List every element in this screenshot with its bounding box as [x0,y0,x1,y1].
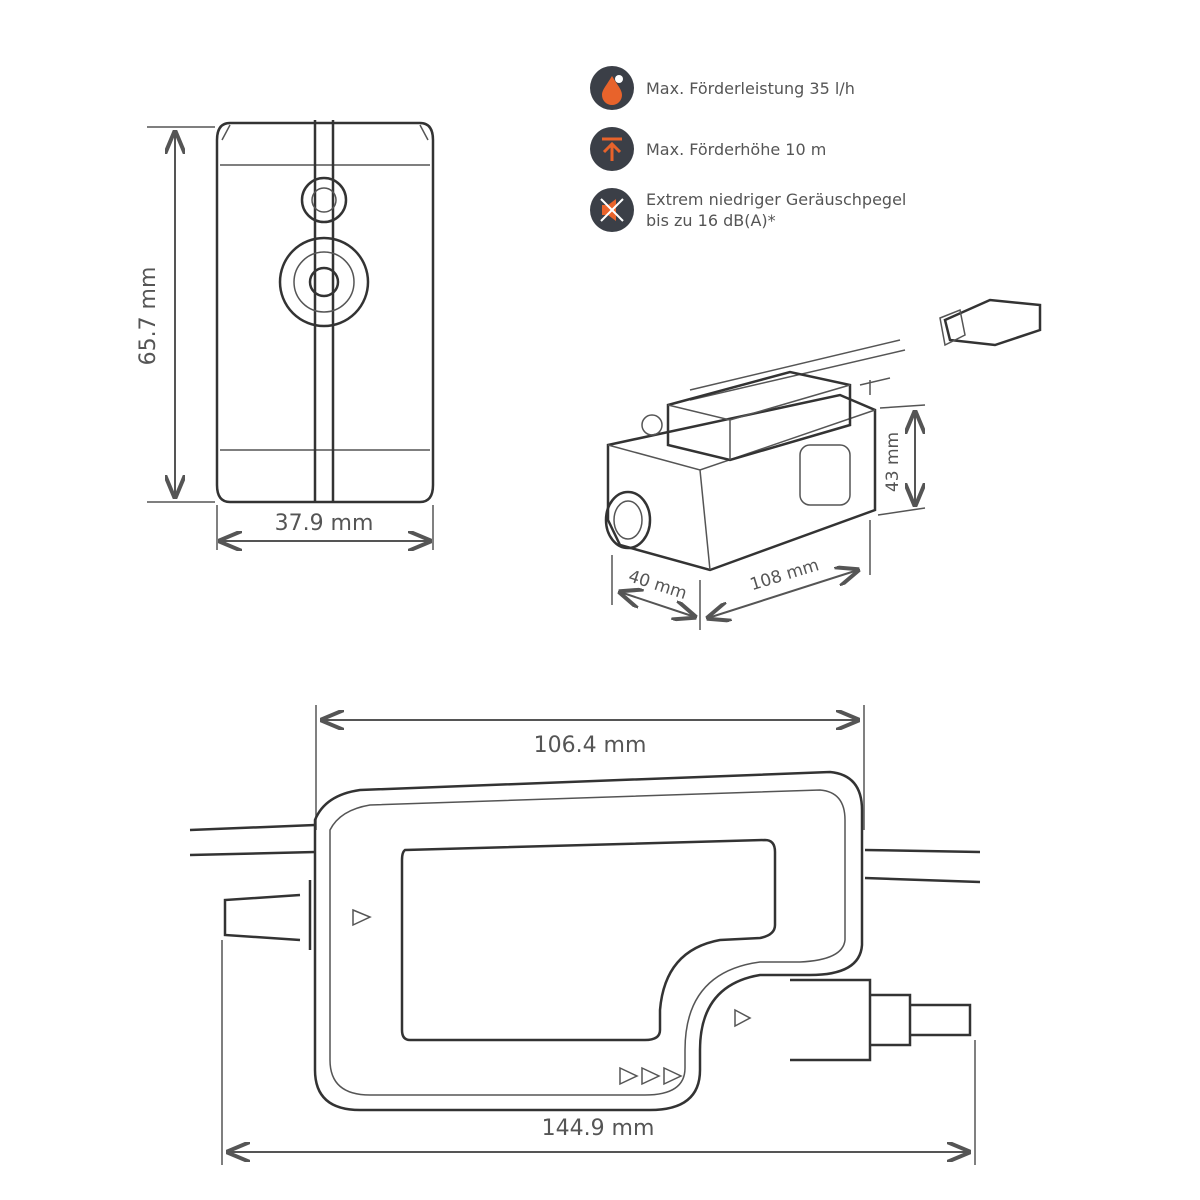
feature-flow-rate: Max. Förderleistung 35 l/h [590,66,855,110]
feature-text: Max. Förderleistung 35 l/h [646,78,855,98]
front-view: 65.7 mm 37.9 mm [136,120,435,550]
muted-speaker-icon [590,188,634,232]
total-length-label: 144.9 mm [542,1116,655,1141]
feature-lift-height: Max. Förderhöhe 10 m [590,127,826,171]
feature-text: Max. Förderhöhe 10 m [646,139,827,159]
top-view: 106.4 mm 144.9 mm [189,705,981,1165]
iso-depth-label: 40 mm [626,566,689,604]
iso-length-label: 108 mm [748,555,822,595]
body-length-label: 106.4 mm [534,733,647,758]
iso-height-label: 43 mm [883,432,903,492]
height-label: 65.7 mm [136,267,161,366]
water-drop-icon [590,66,634,110]
width-label: 37.9 mm [275,511,374,536]
lift-height-arrow-icon [590,127,634,171]
isometric-view: 43 mm 40 mm 108 mm [604,298,1042,630]
